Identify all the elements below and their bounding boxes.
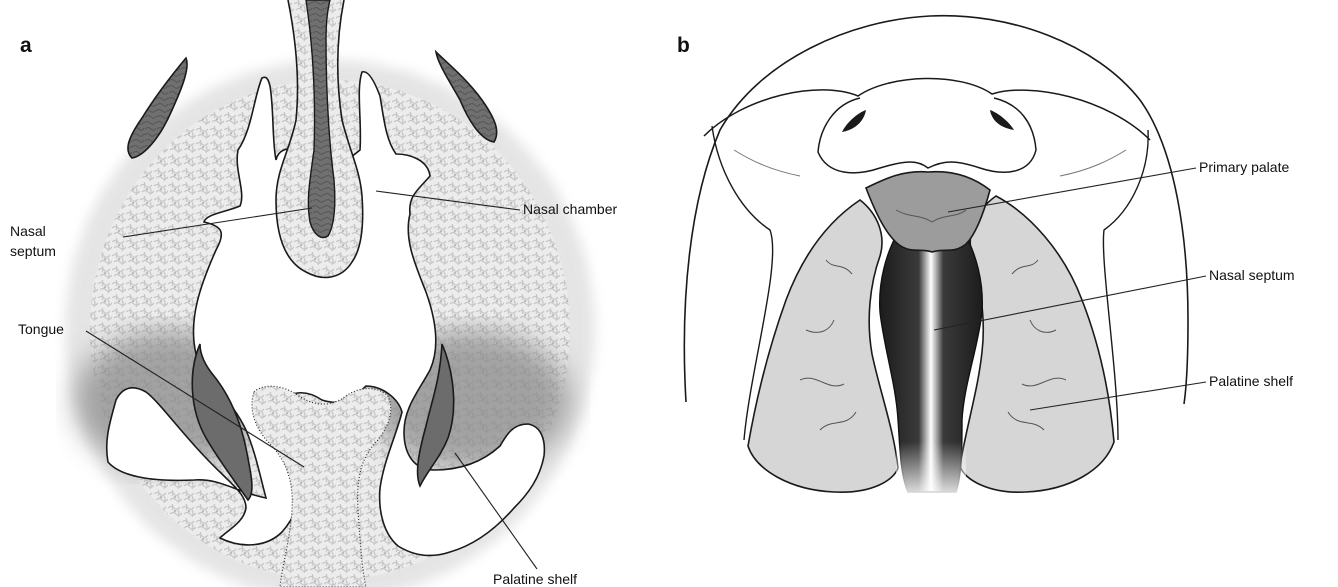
label-nasal-septum-b: Nasal septum: [1209, 267, 1295, 283]
left-nostril: [842, 110, 866, 132]
label-nasal-chamber: Nasal chamber: [523, 201, 617, 217]
right-nostril: [990, 110, 1014, 130]
left-palatine-shelf-b: [748, 200, 898, 492]
label-nasal-septum-a-line1: Nasal: [10, 223, 46, 239]
label-palatine-shelf-a: Palatine shelf: [493, 571, 577, 587]
label-tongue: Tongue: [18, 321, 64, 337]
panel-b: b: [677, 16, 1295, 494]
label-primary-palate: Primary palate: [1199, 159, 1289, 175]
label-nasal-septum-a-line2: septum: [10, 243, 56, 259]
snout-contour: [704, 78, 1150, 140]
right-whisker-line: [1060, 150, 1126, 176]
septum-fade: [896, 232, 966, 494]
upper-lip: [818, 98, 1036, 173]
panel-b-letter: b: [677, 34, 690, 57]
right-cheek-line: [1103, 130, 1148, 440]
panel-a-letter: a: [20, 34, 32, 57]
left-whisker-line: [734, 150, 800, 176]
panel-a: a Nasal chamber Nasal septum Tongue Pala…: [10, 0, 617, 587]
right-palatine-shelf-b: [960, 196, 1114, 492]
label-palatine-shelf-b: Palatine shelf: [1209, 373, 1293, 389]
